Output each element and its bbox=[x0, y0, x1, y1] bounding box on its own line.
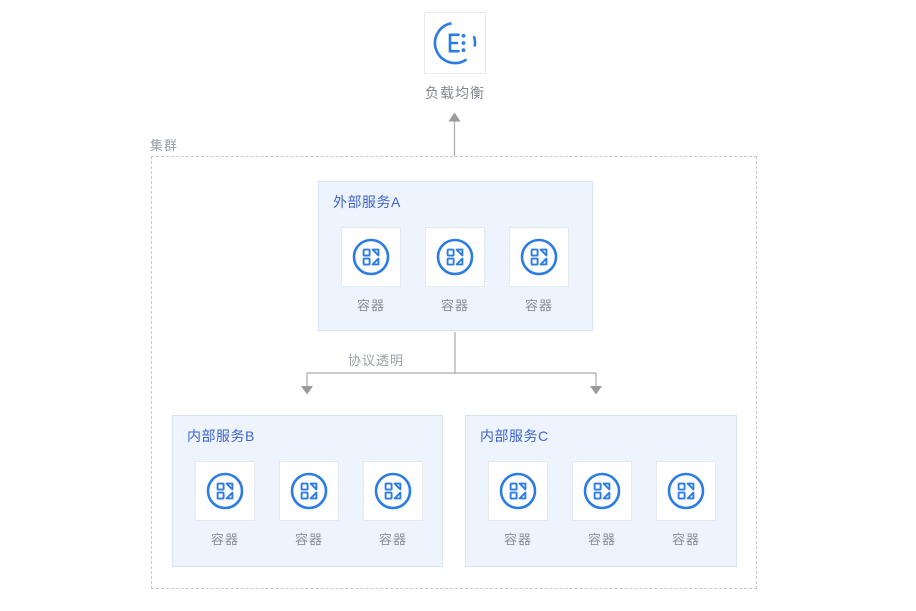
container-icon bbox=[203, 469, 247, 513]
container-node bbox=[341, 227, 401, 287]
container-icon bbox=[496, 469, 540, 513]
service-title: 内部服务B bbox=[187, 428, 255, 444]
container-node bbox=[279, 461, 339, 521]
container-label: 容器 bbox=[210, 532, 239, 547]
container-node bbox=[656, 461, 716, 521]
service-box-internal-c: 内部服务C 容器 容器 容器 bbox=[465, 415, 737, 567]
container-label: 容器 bbox=[356, 298, 385, 313]
service-title: 外部服务A bbox=[333, 194, 401, 210]
container-label: 容器 bbox=[524, 298, 553, 313]
cluster-label: 集群 bbox=[150, 138, 179, 153]
container-icon bbox=[287, 469, 331, 513]
container-label: 容器 bbox=[587, 532, 616, 547]
load-balancer-node bbox=[424, 12, 486, 74]
arrow-up-icon bbox=[448, 112, 461, 122]
container-label: 容器 bbox=[294, 532, 323, 547]
container-node bbox=[425, 227, 485, 287]
container-icon bbox=[349, 235, 393, 279]
container-icon bbox=[433, 235, 477, 279]
container-label: 容器 bbox=[378, 532, 407, 547]
container-node bbox=[363, 461, 423, 521]
container-icon bbox=[517, 235, 561, 279]
container-label: 容器 bbox=[440, 298, 469, 313]
load-balancer-icon bbox=[431, 19, 479, 67]
container-icon bbox=[664, 469, 708, 513]
container-label: 容器 bbox=[503, 532, 532, 547]
container-node bbox=[488, 461, 548, 521]
container-label: 容器 bbox=[671, 532, 700, 547]
container-node bbox=[195, 461, 255, 521]
connector-label: 协议透明 bbox=[348, 353, 405, 368]
service-title: 内部服务C bbox=[480, 428, 549, 444]
container-node bbox=[572, 461, 632, 521]
service-box-external-a: 外部服务A 容器 容器 容器 bbox=[318, 181, 593, 331]
cluster-boundary bbox=[151, 156, 757, 589]
service-box-internal-b: 内部服务B 容器 容器 容器 bbox=[172, 415, 443, 567]
container-icon bbox=[371, 469, 415, 513]
container-icon bbox=[580, 469, 624, 513]
container-node bbox=[509, 227, 569, 287]
load-balancer-label: 负载均衡 bbox=[425, 85, 485, 101]
